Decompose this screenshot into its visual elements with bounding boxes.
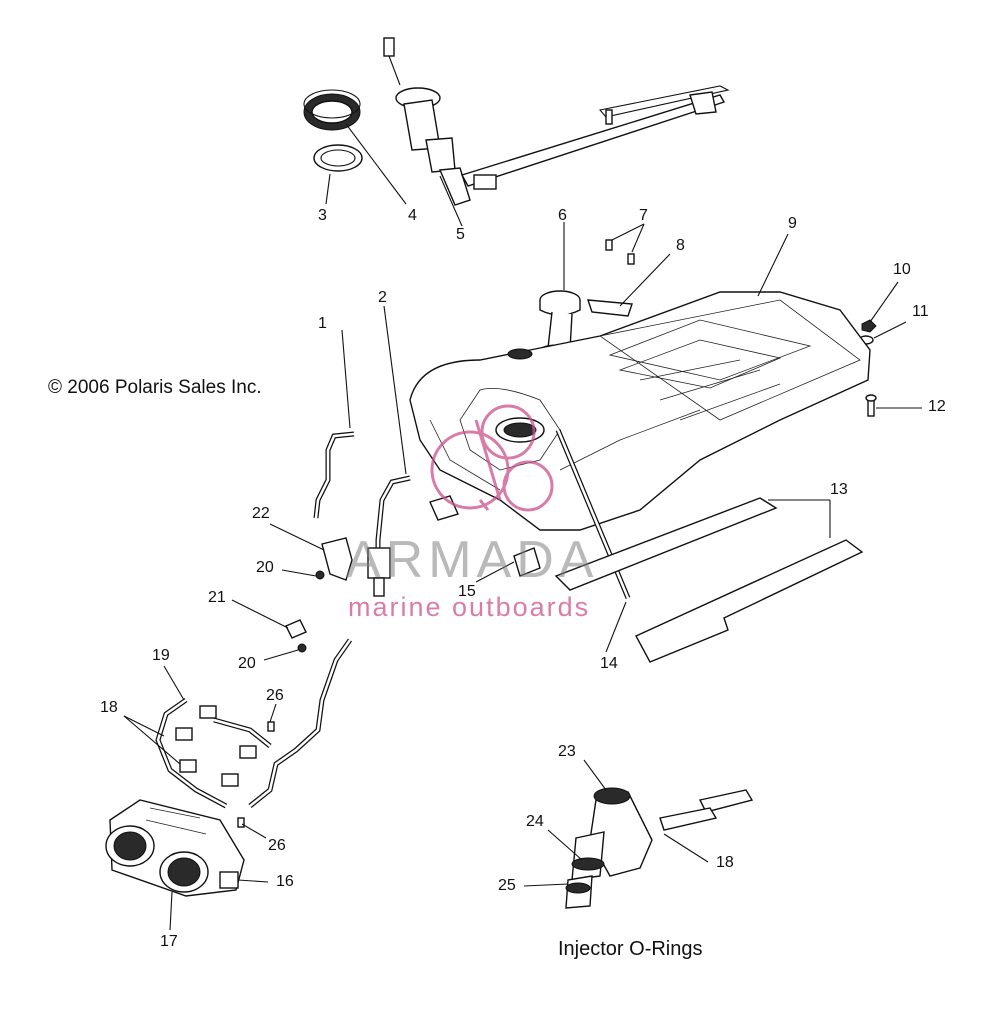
callout-22: 22 bbox=[252, 505, 270, 522]
fuel-pump-lock-ring bbox=[303, 89, 361, 131]
callout-8: 8 bbox=[676, 237, 685, 254]
throttle-sensor-16 bbox=[219, 871, 239, 889]
callout-15: 15 bbox=[458, 583, 476, 600]
leader-lines bbox=[123, 123, 922, 931]
bracket-22 bbox=[321, 537, 353, 581]
watermark-subtitle: marine outboards bbox=[348, 592, 591, 622]
callout-7: 7 bbox=[639, 207, 648, 224]
injectors-18 bbox=[175, 705, 257, 787]
fuel-pump-module bbox=[383, 37, 730, 206]
bolt-20b bbox=[297, 643, 307, 653]
watermark-title: ARMADA bbox=[346, 531, 599, 589]
callout-3: 3 bbox=[318, 207, 327, 224]
callout-24: 24 bbox=[526, 813, 544, 830]
callout-20-top: 20 bbox=[256, 559, 274, 576]
screws-7 bbox=[605, 239, 635, 265]
vent-hose-1 bbox=[313, 431, 355, 519]
clamp-21 bbox=[285, 619, 307, 639]
callout-20-bottom: 20 bbox=[238, 655, 256, 672]
callout-1: 1 bbox=[318, 315, 327, 332]
callout-11: 11 bbox=[912, 303, 929, 320]
callout-25: 25 bbox=[498, 877, 516, 894]
callout-17: 17 bbox=[160, 933, 178, 950]
fuel-tank bbox=[409, 291, 871, 531]
callout-2: 2 bbox=[378, 289, 387, 306]
fuel-hose-2 bbox=[375, 475, 411, 560]
callout-5: 5 bbox=[456, 226, 465, 243]
callout-13: 13 bbox=[830, 481, 848, 498]
callout-26-top: 26 bbox=[266, 687, 284, 704]
nut-10 bbox=[861, 319, 877, 333]
callout-18-left: 18 bbox=[100, 699, 118, 716]
tank-pad-13a bbox=[554, 497, 778, 591]
fuel-rail-hoses bbox=[155, 638, 353, 809]
callout-23: 23 bbox=[558, 743, 576, 760]
callout-9: 9 bbox=[788, 215, 797, 232]
screws-26 bbox=[237, 721, 275, 828]
tank-pad-13b bbox=[635, 539, 864, 663]
injector-o-rings-caption: Injector O-Rings bbox=[558, 938, 703, 960]
bracket-8 bbox=[586, 299, 633, 317]
throttle-body-17 bbox=[105, 799, 245, 897]
callout-16: 16 bbox=[276, 873, 294, 890]
bolt-20a bbox=[315, 570, 325, 580]
bolt-12 bbox=[865, 394, 877, 417]
callout-18-right: 18 bbox=[716, 854, 734, 871]
callout-10: 10 bbox=[893, 261, 911, 278]
fuel-pump-gasket bbox=[313, 144, 363, 172]
injector-detail bbox=[565, 787, 754, 909]
callout-19: 19 bbox=[152, 647, 170, 664]
callout-21: 21 bbox=[208, 589, 226, 606]
callout-4: 4 bbox=[408, 207, 417, 224]
watermark-logo bbox=[430, 404, 554, 512]
callout-26-bottom: 26 bbox=[268, 837, 286, 854]
copyright-notice: © 2006 Polaris Sales Inc. bbox=[48, 377, 262, 398]
callout-14: 14 bbox=[600, 655, 618, 672]
callout-12: 12 bbox=[928, 398, 946, 415]
fuel-filter bbox=[367, 547, 391, 597]
callout-6: 6 bbox=[558, 207, 567, 224]
